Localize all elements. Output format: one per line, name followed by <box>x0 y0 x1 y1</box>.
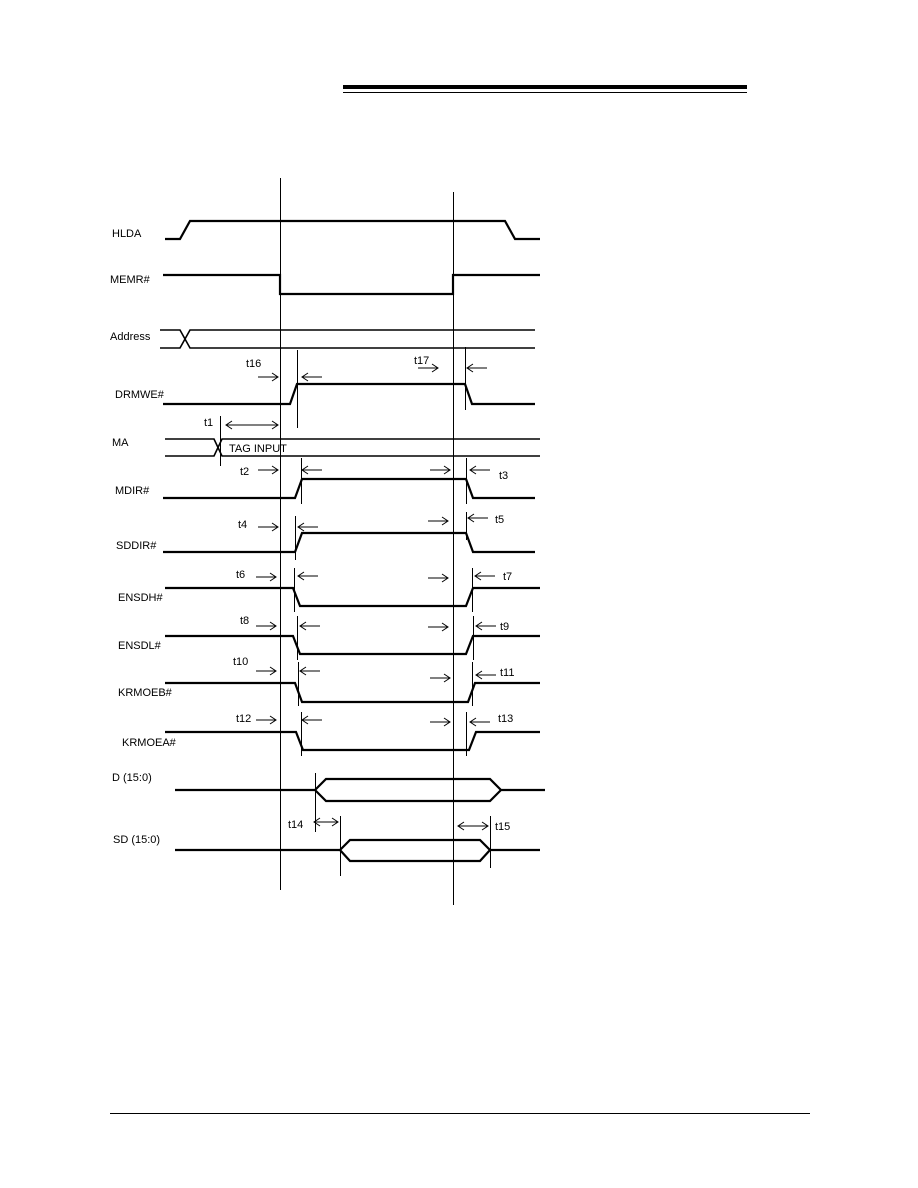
label-ma: MA <box>112 437 129 449</box>
arrow-t13-left <box>430 717 451 727</box>
arrow-t12-left <box>256 715 277 725</box>
arrow-t2-left <box>258 465 279 475</box>
wave-ensdh <box>165 586 540 608</box>
arrow-t17-left <box>418 363 439 373</box>
arrow-t15 <box>457 821 489 831</box>
label-sd: SD (15:0) <box>113 834 160 846</box>
timing-label-t15: t15 <box>495 821 510 833</box>
arrow-t4-right <box>297 522 318 532</box>
arrow-t3-right <box>469 465 490 475</box>
label-tag-input: TAG INPUT <box>229 443 287 455</box>
arrow-t10-right <box>299 666 320 676</box>
timing-label-t6: t6 <box>236 569 245 581</box>
arrow-t3-left <box>430 465 451 475</box>
timing-label-t2: t2 <box>240 466 249 478</box>
arrow-t4-left <box>258 522 279 532</box>
wave-ensdl <box>165 634 540 656</box>
arrow-t11-right <box>475 670 496 680</box>
timing-label-t12: t12 <box>236 713 251 725</box>
arrow-t13-right <box>469 717 490 727</box>
arrow-t9-left <box>428 622 449 632</box>
wave-mdir <box>163 477 535 500</box>
wave-hlda <box>165 219 540 241</box>
arrow-t11-left <box>430 673 451 683</box>
arrow-t17-right <box>466 363 487 373</box>
arrow-t14 <box>313 817 339 827</box>
arrow-t5-left <box>428 516 449 526</box>
timing-label-t7: t7 <box>503 571 512 583</box>
timing-label-t5: t5 <box>495 514 504 526</box>
timing-label-t11: t11 <box>500 667 514 679</box>
arrow-t6-left <box>256 572 277 582</box>
arrow-t2-right <box>301 465 322 475</box>
timing-label-t3: t3 <box>499 470 508 482</box>
wave-krmoeb <box>165 681 540 704</box>
arrow-t7-left <box>428 573 449 583</box>
label-memr: MEMR# <box>110 274 151 286</box>
label-ensdl: ENSDL# <box>118 640 162 652</box>
wave-address-lower <box>160 329 535 349</box>
arrow-t10-left <box>256 666 277 676</box>
label-sddir: SDDIR# <box>116 540 157 552</box>
timing-label-t16: t16 <box>246 358 261 370</box>
arrow-t8-right <box>299 621 320 631</box>
arrow-t9-right <box>475 621 496 631</box>
timing-label-t14: t14 <box>288 819 303 831</box>
timing-label-t10: t10 <box>233 656 248 668</box>
wave-krmoea <box>165 730 540 752</box>
arrow-t16-left <box>258 372 279 382</box>
arrow-t5-right <box>467 513 488 523</box>
label-d: D (15:0) <box>112 772 152 784</box>
wave-sddir <box>163 531 535 554</box>
wave-d <box>175 777 545 803</box>
timing-label-t1: t1 <box>204 417 213 429</box>
timing-label-t8: t8 <box>240 615 249 627</box>
timing-label-t4: t4 <box>238 519 247 531</box>
arrow-t16-right <box>301 372 322 382</box>
wave-address-upper <box>160 329 535 349</box>
header-rule-thick <box>343 85 747 89</box>
label-krmoeb: KRMOEB# <box>118 687 173 699</box>
wave-drmwe <box>163 382 535 406</box>
timing-label-t17: t17 <box>414 355 429 367</box>
label-drmwe: DRMWE# <box>115 389 165 401</box>
label-address: Address <box>110 331 151 343</box>
wave-ma-lower <box>165 438 540 457</box>
timing-label-t13: t13 <box>498 713 513 725</box>
timing-arrows <box>225 363 496 831</box>
label-hlda: HLDA <box>112 228 142 240</box>
label-krmoea: KRMOEA# <box>122 737 177 749</box>
arrow-t1 <box>225 420 279 430</box>
wave-memr <box>163 273 540 296</box>
label-mdir: MDIR# <box>115 485 150 497</box>
arrow-t6-right <box>297 571 318 581</box>
arrow-t8-left <box>256 621 277 631</box>
timing-label-t9: t9 <box>500 621 509 633</box>
arrow-t12-right <box>301 715 322 725</box>
arrow-t7-right <box>474 571 495 581</box>
wave-sd <box>175 838 540 863</box>
label-ensdh: ENSDH# <box>118 592 164 604</box>
